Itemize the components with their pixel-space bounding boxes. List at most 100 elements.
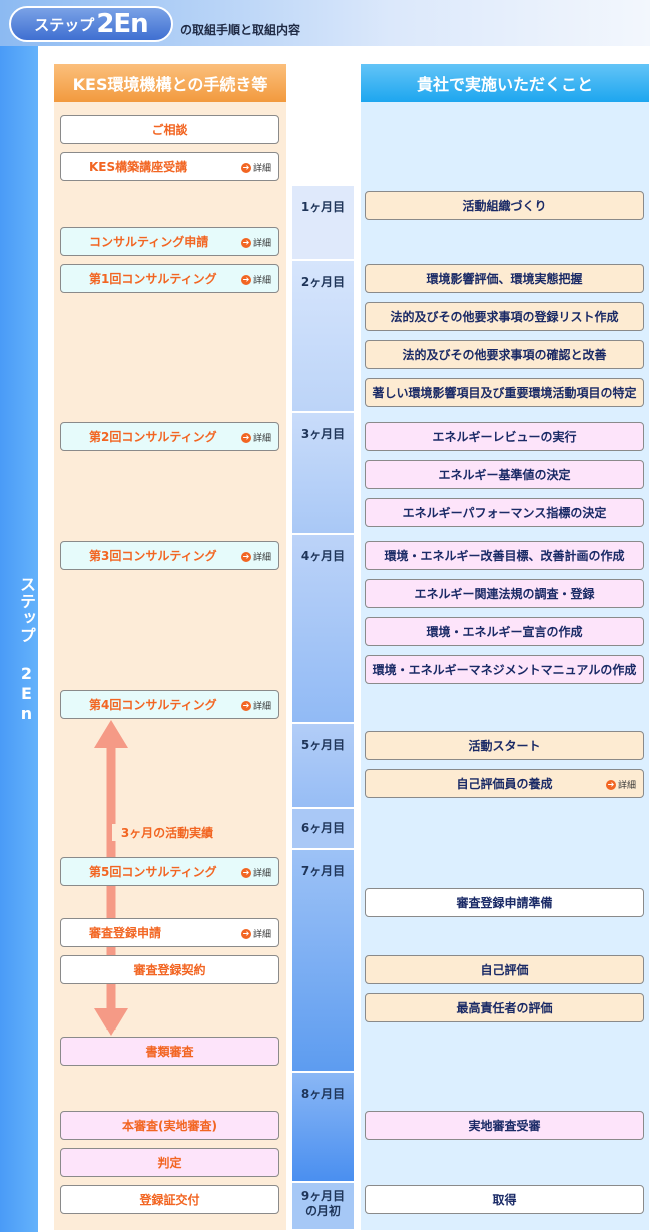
procedure-step-box: 本審査(実地審査) — [60, 1111, 279, 1140]
task-step-box[interactable]: 自己評価員の養成 ➔詳細 — [365, 769, 644, 798]
task-step-box: 取得 — [365, 1185, 644, 1214]
procedure-step-box[interactable]: 第2回コンサルティング ➔詳細 — [60, 422, 279, 451]
task-step-label: 法的及びその他要求事項の登録リスト作成 — [390, 310, 619, 324]
procedure-step-box[interactable]: KES構築講座受講 ➔詳細 — [60, 152, 279, 181]
task-step-label: エネルギー関連法規の調査・登録 — [414, 587, 595, 601]
task-step-label: 環境影響評価、環境実態把握 — [426, 272, 583, 286]
procedure-step-box: 審査登録契約 — [60, 955, 279, 984]
detail-label: 詳細 — [617, 781, 636, 791]
detail-label: 詳細 — [252, 869, 271, 879]
procedure-step-label: 書類審査 — [145, 1045, 194, 1059]
detail-label: 詳細 — [252, 553, 271, 563]
detail-label: 詳細 — [252, 434, 271, 444]
arrow-circle-icon: ➔ — [240, 928, 251, 939]
left-column-title: KES環境機構との手続き等 — [54, 64, 286, 102]
procedure-step-box[interactable]: 第5回コンサルティング ➔詳細 — [60, 857, 279, 886]
detail-link[interactable]: ➔詳細 — [240, 927, 271, 940]
detail-link[interactable]: ➔詳細 — [240, 699, 271, 712]
month-label: 7ヶ月目 — [292, 850, 354, 1071]
procedure-step-box[interactable]: コンサルティング申請 ➔詳細 — [60, 227, 279, 256]
task-step-label: 活動組織づくり — [462, 199, 547, 213]
detail-link[interactable]: ➔詳細 — [240, 236, 271, 249]
task-step-box: 環境・エネルギー改善目標、改善計画の作成 — [365, 541, 644, 570]
month-label: 9ヶ月目 の月初 — [292, 1183, 354, 1229]
arrow-circle-icon: ➔ — [605, 779, 616, 790]
month-label: 1ヶ月目 — [292, 186, 354, 259]
task-step-box: エネルギー関連法規の調査・登録 — [365, 579, 644, 608]
procedure-step-label: ご相談 — [151, 123, 188, 137]
task-step-box: エネルギーレビューの実行 — [365, 422, 644, 451]
arrow-circle-icon: ➔ — [240, 162, 251, 173]
detail-link[interactable]: ➔詳細 — [240, 866, 271, 879]
task-step-label: 審査登録申請準備 — [456, 896, 553, 910]
procedure-step-box[interactable]: 第4回コンサルティング ➔詳細 — [60, 690, 279, 719]
detail-label: 詳細 — [252, 930, 271, 940]
task-step-label: エネルギーレビューの実行 — [432, 430, 577, 444]
task-step-box: エネルギーパフォーマンス指標の決定 — [365, 498, 644, 527]
task-step-label: 著しい環境影響項目及び重要環境活動項目の特定 — [372, 386, 637, 400]
step-badge-prefix: ステップ — [34, 15, 95, 34]
task-step-box: エネルギー基準値の決定 — [365, 460, 644, 489]
procedure-step-label: 第3回コンサルティング — [89, 549, 217, 563]
task-step-box: 審査登録申請準備 — [365, 888, 644, 917]
procedure-step-label: 判定 — [157, 1156, 182, 1170]
procedure-step-label: コンサルティング申請 — [89, 235, 209, 249]
procedure-step-label: 審査登録申請 — [89, 926, 162, 940]
task-step-label: 活動スタート — [468, 739, 541, 753]
right-column-title: 貴社で実施いただくこと — [361, 64, 649, 102]
task-step-label: 自己評価員の養成 — [456, 777, 553, 791]
arrow-circle-icon: ➔ — [240, 867, 251, 878]
task-step-label: 環境・エネルギー宣言の作成 — [426, 625, 583, 639]
detail-link[interactable]: ➔詳細 — [240, 273, 271, 286]
step-badge-code: 2En — [96, 9, 148, 39]
task-step-label: エネルギー基準値の決定 — [438, 468, 571, 482]
task-step-box: 環境影響評価、環境実態把握 — [365, 264, 644, 293]
task-step-box: 環境・エネルギーマネジメントマニュアルの作成 — [365, 655, 644, 684]
procedure-step-label: KES構築講座受講 — [89, 160, 188, 174]
sidebar: ステップ 2En — [0, 46, 38, 1232]
procedure-step-label: 第1回コンサルティング — [89, 272, 217, 286]
task-step-box: 著しい環境影響項目及び重要環境活動項目の特定 — [365, 378, 644, 407]
header-title: の取組手順と取組内容 — [180, 23, 301, 37]
task-step-box: 最高責任者の評価 — [365, 993, 644, 1022]
detail-link[interactable]: ➔詳細 — [240, 431, 271, 444]
detail-link[interactable]: ➔詳細 — [240, 161, 271, 174]
left-column — [54, 64, 286, 1230]
detail-link[interactable]: ➔詳細 — [605, 778, 636, 791]
detail-label: 詳細 — [252, 276, 271, 286]
task-step-label: 環境・エネルギー改善目標、改善計画の作成 — [384, 549, 625, 563]
task-step-box: 活動組織づくり — [365, 191, 644, 220]
month-label: 8ヶ月目 — [292, 1073, 354, 1181]
arrow-circle-icon: ➔ — [240, 237, 251, 248]
task-step-box: 自己評価 — [365, 955, 644, 984]
arrow-head-up — [94, 720, 128, 748]
procedure-step-box: 登録証交付 — [60, 1185, 279, 1214]
arrow-circle-icon: ➔ — [240, 432, 251, 443]
procedure-step-label: 第2回コンサルティング — [89, 430, 217, 444]
procedure-step-box: 判定 — [60, 1148, 279, 1177]
activity-span-label: 3ヶ月の活動実績 — [112, 824, 222, 841]
task-step-box: 活動スタート — [365, 731, 644, 760]
arrow-circle-icon: ➔ — [240, 551, 251, 562]
detail-label: 詳細 — [252, 239, 271, 249]
task-step-label: エネルギーパフォーマンス指標の決定 — [402, 506, 607, 520]
detail-link[interactable]: ➔詳細 — [240, 550, 271, 563]
procedure-step-label: 第4回コンサルティング — [89, 698, 217, 712]
procedure-step-label: 登録証交付 — [139, 1193, 200, 1207]
procedure-step-box[interactable]: 第3回コンサルティング ➔詳細 — [60, 541, 279, 570]
procedure-step-box: ご相談 — [60, 115, 279, 144]
procedure-step-box[interactable]: 審査登録申請 ➔詳細 — [60, 918, 279, 947]
procedure-step-box: 書類審査 — [60, 1037, 279, 1066]
procedure-step-label: 本審査(実地審査) — [122, 1119, 217, 1133]
procedure-step-box[interactable]: 第1回コンサルティング ➔詳細 — [60, 264, 279, 293]
right-column — [361, 64, 649, 1230]
month-label: 5ヶ月目 — [292, 724, 354, 807]
task-step-box: 環境・エネルギー宣言の作成 — [365, 617, 644, 646]
task-step-label: 環境・エネルギーマネジメントマニュアルの作成 — [372, 663, 637, 677]
task-step-box: 法的及びその他要求事項の確認と改善 — [365, 340, 644, 369]
detail-label: 詳細 — [252, 702, 271, 712]
task-step-label: 実地審査受審 — [468, 1119, 541, 1133]
procedure-step-label: 第5回コンサルティング — [89, 865, 217, 879]
sidebar-label: ステップ 2En — [17, 576, 36, 724]
